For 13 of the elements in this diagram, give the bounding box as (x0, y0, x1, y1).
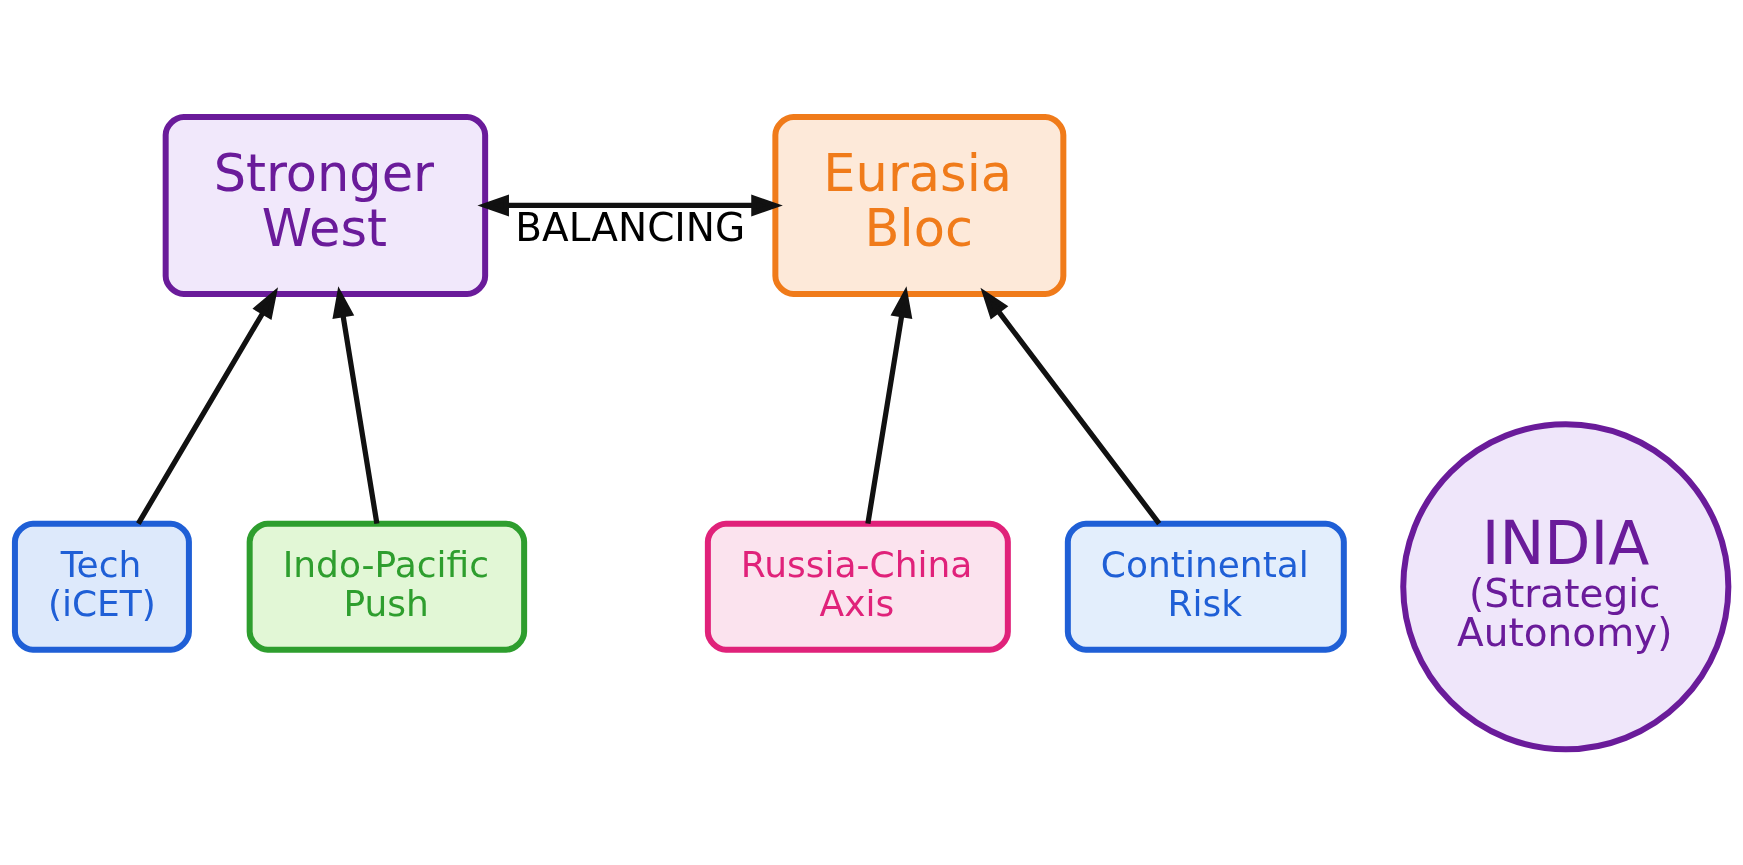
node-box: Russia-China Axis (704, 520, 1011, 653)
arrow (332, 285, 380, 524)
node-box: Tech (iCET) (11, 520, 192, 653)
arrow (865, 285, 913, 524)
node-box: Continental Risk (1064, 520, 1347, 653)
arrow (477, 193, 783, 217)
arrow (980, 287, 1162, 525)
edge-label: BALANCING (515, 204, 746, 250)
node-circle: INDIA (Strategic Autonomy) (1400, 420, 1732, 752)
node-box: Eurasia Bloc (772, 113, 1067, 297)
node-box: Stronger West (162, 113, 489, 297)
arrow (136, 286, 279, 525)
node-box: Indo-Pacific Push (246, 520, 528, 653)
